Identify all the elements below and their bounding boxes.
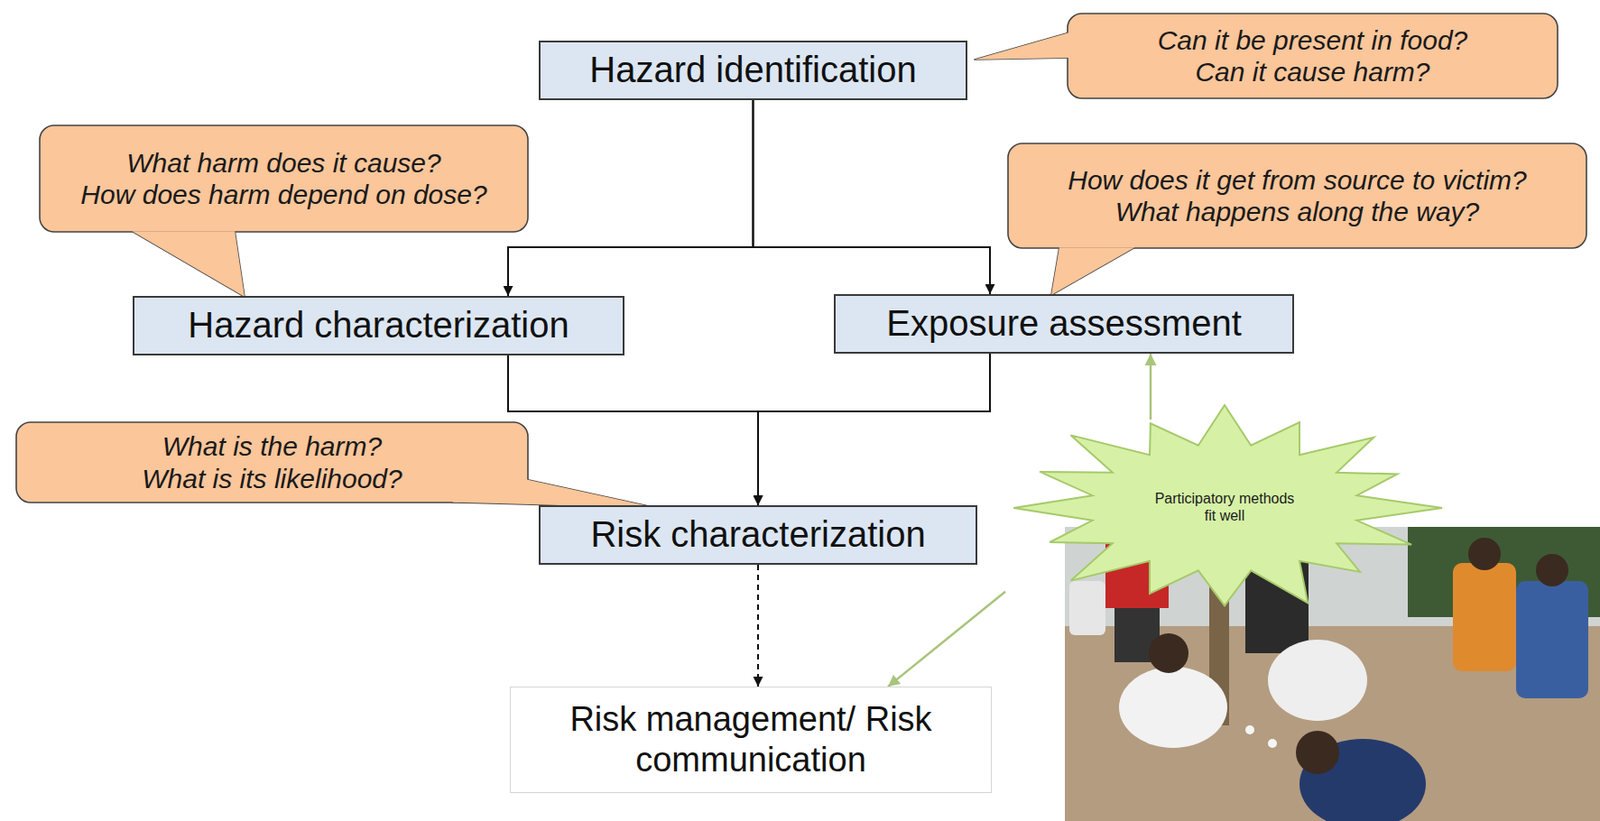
- photo-head: [1295, 730, 1340, 775]
- photo-head: [1535, 554, 1569, 587]
- callout-tail: [452, 479, 657, 509]
- box-label: Hazard identification: [589, 48, 916, 92]
- starburst-text: Participatory methods fit well: [1147, 490, 1302, 526]
- question-callout: How does it get from source to victim?Wh…: [1007, 142, 1588, 250]
- photo-person: [1452, 563, 1517, 672]
- question-callout: What harm does it cause?How does harm de…: [38, 124, 529, 233]
- callout-question: What is the harm?: [162, 430, 382, 463]
- callout-body: [16, 422, 528, 503]
- callout-shape: [38, 124, 529, 233]
- process-box: Hazard identification: [538, 40, 968, 101]
- flow-connector: [757, 564, 759, 687]
- starburst-note: Participatory methods fit well: [1005, 403, 1444, 613]
- callout-body: [39, 125, 528, 232]
- flow-connector: [758, 353, 990, 506]
- callout-tail: [1051, 247, 1135, 296]
- callout-question: How does it get from source to victim?: [1067, 164, 1527, 196]
- callout-question: How does harm depend on dose?: [80, 178, 487, 211]
- box-label: Exposure assessment: [886, 302, 1242, 345]
- process-box: Risk characterization: [538, 505, 978, 565]
- outcome-box: Risk management/ Risk communication: [509, 686, 992, 794]
- photo-head: [1468, 537, 1501, 571]
- process-box: Exposure assessment: [833, 294, 1295, 354]
- flow-connector: [508, 355, 759, 506]
- photo-person: [1119, 666, 1228, 749]
- process-box: Hazard characterization: [132, 295, 625, 356]
- callout-body: [1067, 13, 1558, 99]
- method-link: [887, 591, 1006, 687]
- method-link: [1149, 353, 1153, 420]
- photo-chair: [1069, 581, 1106, 636]
- question-callout: What is the harm?What is its likelihood?: [15, 421, 529, 504]
- callout-question: What happens along the way?: [1115, 195, 1480, 228]
- box-label: Hazard characterization: [187, 304, 569, 347]
- callout-tail: [131, 231, 245, 297]
- starburst-outline: [1013, 405, 1443, 606]
- callout-tail: [1051, 247, 1135, 296]
- flow-connector: [508, 100, 754, 296]
- photo-person: [1267, 639, 1368, 722]
- callout-question: Can it be present in food?: [1157, 24, 1469, 56]
- callout-shape: [1007, 142, 1588, 250]
- flow-connector: [753, 100, 991, 295]
- box-label: Risk characterization: [590, 513, 925, 556]
- photo-counter: [1245, 725, 1255, 735]
- photo-head: [1148, 633, 1189, 674]
- callout-question: Can it cause harm?: [1194, 55, 1430, 88]
- callout-question: What is its likelihood?: [141, 462, 402, 495]
- photo-counter: [1267, 739, 1277, 749]
- callout-tail: [974, 31, 1073, 60]
- callout-question: What harm does it cause?: [126, 147, 442, 179]
- box-label: Risk management/ Risk communication: [561, 699, 941, 781]
- field-photo: [1064, 527, 1600, 821]
- callout-body: [1008, 143, 1587, 249]
- photo-person: [1516, 581, 1589, 699]
- callout-tail: [131, 231, 245, 297]
- callout-tail: [974, 31, 1073, 60]
- question-callout: Can it be present in food?Can it cause h…: [1066, 12, 1559, 100]
